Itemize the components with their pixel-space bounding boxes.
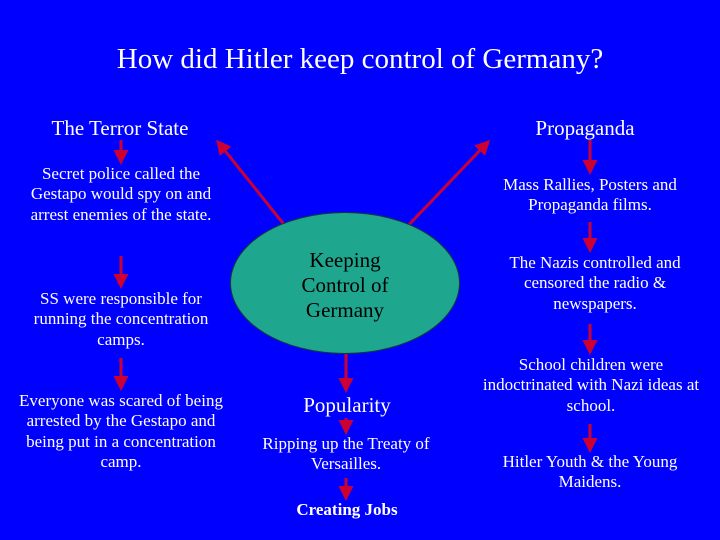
- popularity-item-versailles: Ripping up the Treaty of Versailles.: [262, 434, 430, 474]
- center-ellipse: [230, 212, 460, 354]
- terror-state-heading: The Terror State: [51, 116, 189, 140]
- propaganda-item-radio: The Nazis controlled and censored the ra…: [509, 253, 681, 313]
- popularity-item-jobs: Creating Jobs: [296, 500, 398, 519]
- page-title: How did Hitler keep control of Germany?: [116, 43, 604, 75]
- arrow-center-to-terror-state: [216, 139, 292, 233]
- terror-item-gestapo: Secret police called the Gestapo would s…: [30, 164, 212, 224]
- terror-item-ss: SS were responsible for running the conc…: [33, 289, 209, 349]
- arrow-center-to-propaganda: [400, 139, 491, 234]
- terror-item-fear: Everyone was scared of being arrested by…: [19, 391, 223, 472]
- propaganda-heading: Propaganda: [535, 116, 635, 140]
- propaganda-item-school: School children were indoctrinated with …: [482, 355, 700, 415]
- popularity-heading: Popularity: [303, 393, 391, 417]
- propaganda-item-youth: Hitler Youth & the Young Maidens.: [502, 452, 678, 492]
- propaganda-item-rallies: Mass Rallies, Posters and Propaganda fil…: [503, 175, 677, 215]
- center-label: Keeping Control of Germany: [301, 248, 389, 323]
